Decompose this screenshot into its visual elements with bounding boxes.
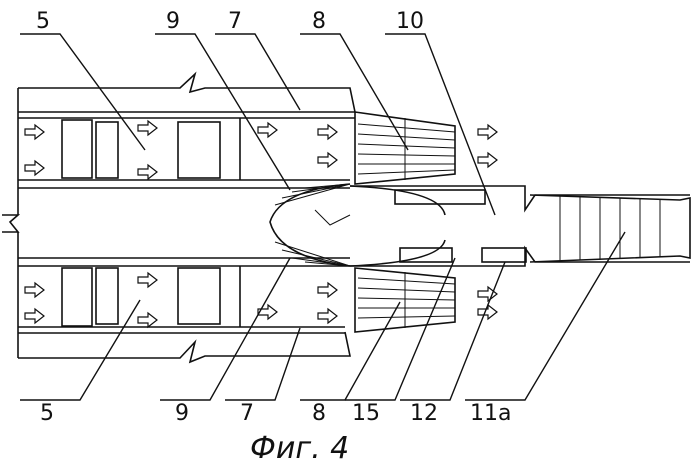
nozzle-hatching-bottom bbox=[358, 272, 455, 328]
label-8-top: 8 bbox=[312, 9, 326, 34]
label-11a-bottom: 11a bbox=[470, 401, 511, 426]
label-7-bottom: 7 bbox=[240, 401, 254, 426]
label-10-top: 10 bbox=[396, 9, 424, 34]
exhaust-hatching bbox=[560, 196, 660, 261]
label-5-bottom: 5 bbox=[40, 401, 54, 426]
label-9-bottom: 9 bbox=[175, 401, 189, 426]
blade-fan-hatching bbox=[275, 184, 350, 266]
outer-casing bbox=[2, 74, 690, 362]
label-7-top: 7 bbox=[228, 9, 242, 34]
nozzle-hatching-top bbox=[358, 118, 455, 180]
figure-caption: Фиг. 4 bbox=[250, 431, 349, 466]
label-5-top: 5 bbox=[36, 9, 50, 34]
label-12-bottom: 12 bbox=[410, 401, 438, 426]
label-9-top: 9 bbox=[166, 9, 180, 34]
label-15-bottom: 15 bbox=[352, 401, 380, 426]
label-8-bottom: 8 bbox=[312, 401, 326, 426]
